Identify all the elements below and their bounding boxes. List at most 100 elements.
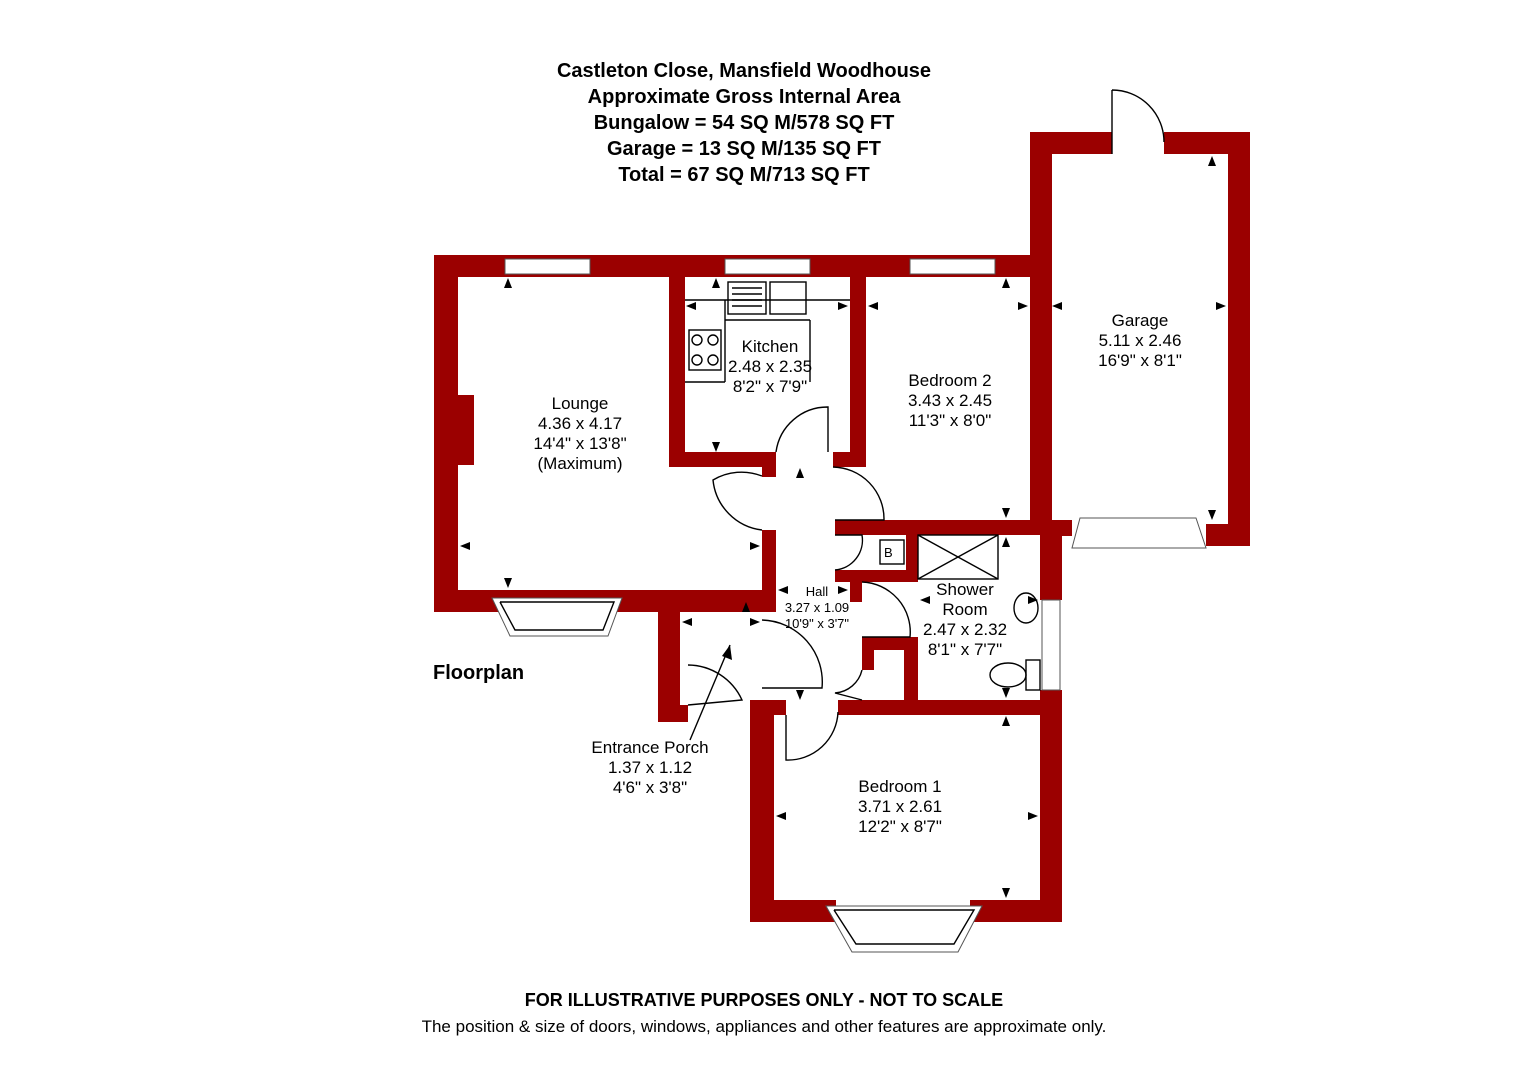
room-imperial: 11'3" x 8'0" [908,411,992,430]
room-hall: Hall 3.27 x 1.09 10'9" x 3'7" [772,584,862,632]
window-bedroom2-top [909,258,996,275]
wall-lounge-left [434,255,458,612]
area-heading: Approximate Gross Internal Area [587,86,901,108]
wall-shower-right [1040,520,1062,600]
door-shower [861,581,911,638]
room-imperial: 14'4" x 13'8" [533,434,627,453]
boiler-label: B [884,545,893,560]
toilet-pan [989,662,1027,688]
window-shower [1041,599,1061,691]
room-shower: Shower Room 2.47 x 2.32 8'1" x 7'7" [900,580,1030,660]
wall-bedroom1-bottom-left [750,900,836,922]
room-imperial: 16'9" x 8'1" [1098,351,1182,370]
bungalow-area: Bungalow = 54 SQ M/578 SQ FT [593,112,895,134]
door-cupboard2 [834,669,863,701]
wall-bedroom1-left-top [750,700,786,715]
room-name: Garage [1111,311,1169,330]
kitchen-sink-drainer [727,281,767,315]
door-cupboard1 [834,534,864,571]
shower-basin [1013,592,1039,624]
door-front [687,664,744,706]
room-porch: Entrance Porch 1.37 x 1.12 4'6" x 3'8" [570,738,730,798]
wall-garage-right [1228,132,1250,546]
room-imperial: 8'1" x 7'7" [927,640,1003,659]
garage-door-swing [1111,89,1165,154]
wall-kitchen-left [669,255,685,467]
room-bedroom2: Bedroom 2 3.43 x 2.45 11'3" x 8'0" [880,371,1020,431]
total-area: Total = 67 SQ M/713 SQ FT [618,164,870,186]
room-imperial: 12'2" x 8'7" [858,817,942,836]
wall-garage-left [1030,132,1052,532]
room-name: Entrance Porch [591,738,709,757]
wall-bedroom1-left [750,700,774,922]
window-kitchen-top [724,258,811,275]
wall-kitchen-right [850,255,866,467]
toilet-cistern [1025,659,1041,691]
wall-hall-nub-left [762,452,776,477]
room-name: Lounge [551,394,609,413]
room-imperial: 10'9" x 3'7" [784,616,850,631]
boiler [879,539,905,565]
room-metric: 4.36 x 4.17 [537,414,623,433]
shower-tray [917,534,999,580]
room-metric: 1.37 x 1.12 [607,758,693,777]
bay-window-lounge [491,597,623,637]
room-bedroom1: Bedroom 1 3.71 x 2.61 12'2" x 8'7" [830,777,970,837]
wall-lounge-right [762,530,776,612]
room-name: Bedroom 1 [858,777,942,796]
room-name: Bedroom 2 [908,371,992,390]
room-name-line2: Room [942,600,988,619]
disclaimer: FOR ILLUSTRATIVE PURPOSES ONLY - NOT TO … [524,990,1004,1010]
room-kitchen: Kitchen 2.48 x 2.35 8'2" x 7'9" [700,337,840,397]
room-name: Hall [805,584,829,599]
wall-hall-right-a [850,582,862,602]
room-name: Kitchen [741,337,799,356]
room-name-line1: Shower [936,580,994,599]
door-bedroom2 [832,466,885,521]
window-lounge-top [504,258,591,275]
wall-garage-bottom-left [1040,520,1072,536]
wall-porch-left-nub [658,705,688,722]
plan-header: Castleton Close, Mansfield Woodhouse App… [444,58,1044,188]
entrance-arrow [689,644,731,741]
wall-bedroom2-bottom [835,520,1046,535]
wall-hall-nub-right [833,452,866,467]
wall-cupboard-side [906,535,918,582]
kitchen-worktop [685,299,850,383]
garage-door [1071,517,1207,549]
wall-bedroom1-bottom-right [970,900,1062,922]
dimension-arrows [460,156,1226,898]
wall-bedroom1-right [1040,700,1062,922]
room-note: (Maximum) [537,454,623,473]
address-title: Castleton Close, Mansfield Woodhouse [556,60,932,82]
kitchen-sink-bowl [769,281,807,315]
chimney-breast [456,395,474,465]
room-metric: 2.48 x 2.35 [727,357,813,376]
footer-note: The position & size of doors, windows, a… [421,1017,1107,1036]
room-imperial: 8'2" x 7'9" [732,377,808,396]
wall-cupboard2-left [862,650,874,670]
room-lounge: Lounge 4.36 x 4.17 14'4" x 13'8" (Maximu… [510,394,650,474]
wall-garage-bottom-right [1206,524,1250,546]
wall-bedroom1-top [838,700,1062,715]
room-metric: 3.43 x 2.45 [907,391,993,410]
floorplan-label: Floorplan [433,662,525,684]
garage-area: Garage = 13 SQ M/135 SQ FT [606,138,881,160]
room-metric: 3.27 x 1.09 [784,600,850,615]
door-bedroom1 [785,711,839,761]
room-metric: 2.47 x 2.32 [922,620,1008,639]
door-kitchen [775,406,829,453]
room-garage: Garage 5.11 x 2.46 16'9" x 8'1" [1070,311,1210,371]
kitchen-hob [688,329,722,371]
bay-window-bedroom1 [825,905,983,953]
room-metric: 5.11 x 2.46 [1098,331,1182,350]
wall-cupboard-top [835,570,910,582]
door-lounge [712,471,763,531]
wall-kitchen-bottom [669,452,775,467]
wall-porch-left [658,600,680,722]
wall-porch-top [658,600,762,612]
door-porch-hall [761,619,823,689]
wall-cupboard2-right [904,637,918,702]
room-metric: 3.71 x 2.61 [857,797,943,816]
